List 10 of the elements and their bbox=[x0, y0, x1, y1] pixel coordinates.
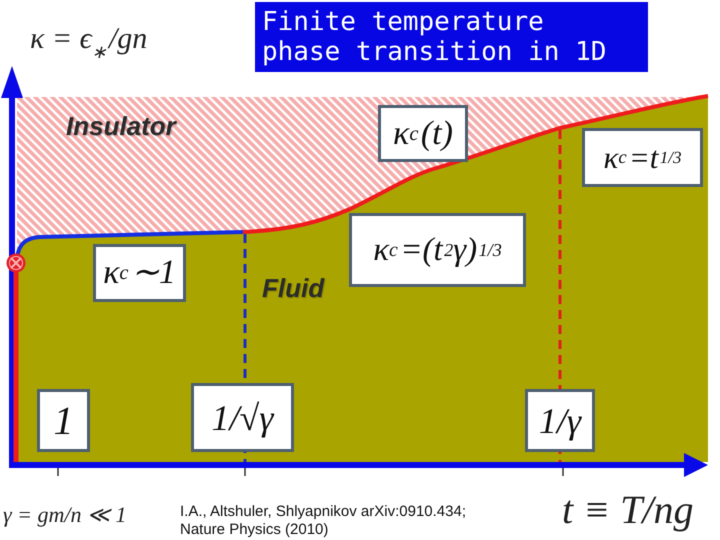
title: Finite temperature phase transition in 1D bbox=[255, 2, 648, 72]
tick-value-box: 1/√γ bbox=[191, 383, 294, 452]
region-label: Insulator bbox=[66, 111, 176, 142]
formula: γ = gm/n ≪ 1 bbox=[3, 502, 127, 528]
axis-label: t ≡ T/ng bbox=[562, 486, 694, 533]
citation: I.A., Altshuler, Shlyapnikov arXiv:0910.434; Nature Physics (2010) bbox=[180, 503, 468, 539]
tick-value-box: 1 bbox=[37, 389, 90, 452]
formula: κ = ϵ$_{∗}$/gn bbox=[30, 22, 148, 56]
region-label: Fluid bbox=[262, 273, 324, 304]
tick-value-box: 1/γ bbox=[525, 389, 595, 452]
